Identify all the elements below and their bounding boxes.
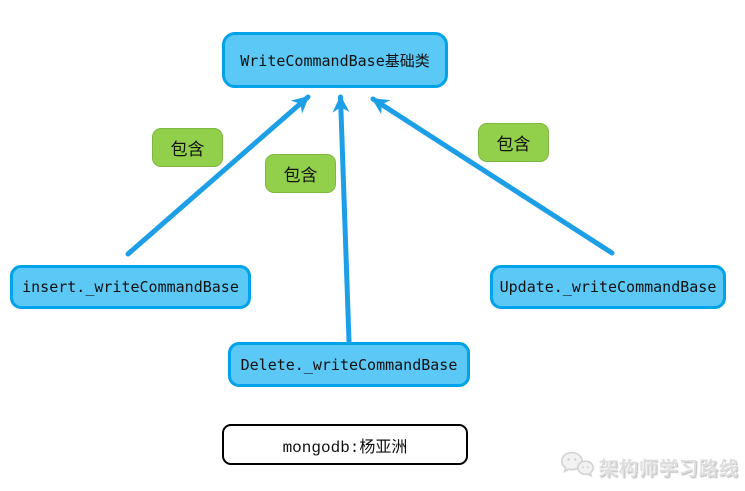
node-delete-writecommandbase: Delete._writeCommandBase bbox=[228, 342, 470, 387]
watermark: 架构师学习路线 bbox=[560, 451, 739, 483]
node-delete-label: Delete._writeCommandBase bbox=[240, 355, 458, 374]
contains-arrow-delete bbox=[332, 94, 352, 344]
edge-label-contains-update: 包含 bbox=[478, 123, 549, 162]
node-update-writecommandbase: Update._writeCommandBase bbox=[490, 265, 726, 309]
node-insert-label: insert._writeCommandBase bbox=[22, 278, 239, 296]
caption-text: mongodb:杨亚洲 bbox=[282, 438, 408, 457]
edge-label-text: 包含 bbox=[170, 140, 205, 160]
contains-arrow-update bbox=[370, 96, 615, 256]
edge-label-contains-insert: 包含 bbox=[152, 128, 223, 167]
node-writecommandbase-label: WriteCommandBase基础类 bbox=[240, 51, 430, 70]
edge-label-text: 包含 bbox=[496, 135, 531, 155]
edge-label-text: 包含 bbox=[283, 166, 318, 186]
chat-bubbles-icon bbox=[560, 451, 594, 483]
edge-label-contains-delete: 包含 bbox=[265, 154, 336, 193]
node-insert-writecommandbase: insert._writeCommandBase bbox=[10, 265, 251, 309]
contains-arrow-insert bbox=[125, 94, 311, 257]
watermark-text: 架构师学习路线 bbox=[598, 457, 739, 480]
node-writecommandbase: WriteCommandBase基础类 bbox=[222, 32, 448, 88]
caption-box: mongodb:杨亚洲 bbox=[222, 424, 468, 465]
node-update-label: Update._writeCommandBase bbox=[499, 278, 717, 296]
